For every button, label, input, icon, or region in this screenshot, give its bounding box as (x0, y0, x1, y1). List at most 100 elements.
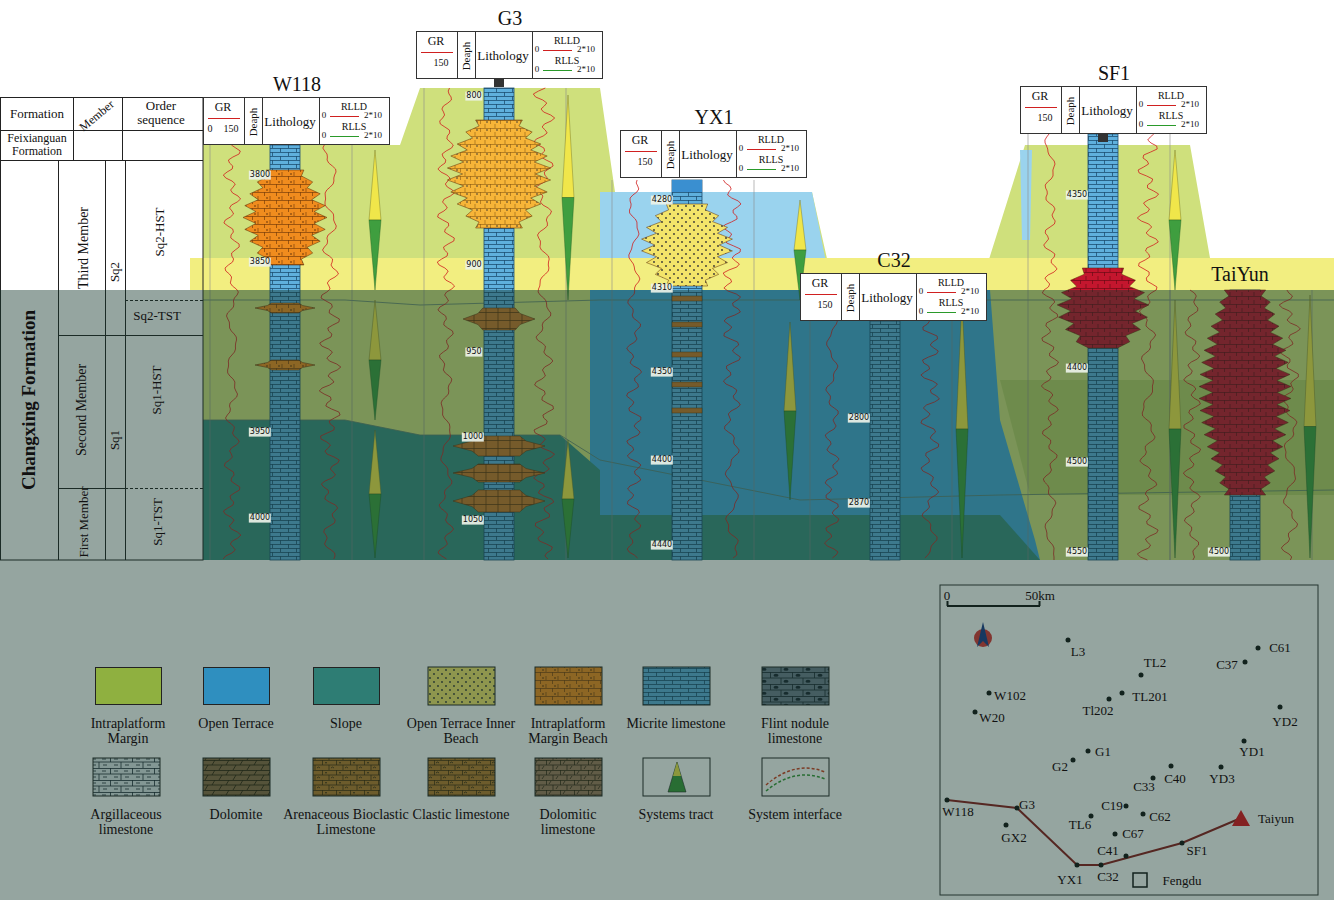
header-label: 150 (638, 156, 653, 167)
gr-scale-line (1025, 107, 1057, 108)
map-well-label: C37 (1216, 658, 1238, 672)
table-label: Sq2-TST (133, 309, 181, 323)
header-label: 0 (322, 111, 327, 121)
table-label: Order sequence (121, 99, 201, 128)
map-well-label: YD2 (1272, 715, 1297, 729)
legend-label: Dolomite (180, 807, 292, 822)
header-label: GR (215, 101, 232, 114)
table-label: Member (77, 98, 117, 134)
depth-label: 4350 (651, 368, 673, 377)
table-label: First Member (77, 486, 91, 557)
header-label: Lithology (264, 115, 315, 129)
table-label: Sq2-HST (153, 207, 167, 256)
well-log-header: G3GR150DeaphLithologyRLLD02*10RLLS02*10 (416, 31, 603, 79)
map-well-label: C32 (1097, 870, 1119, 884)
map-well-label: YD3 (1209, 772, 1234, 786)
legend-label: Flint nodule limestone (739, 716, 851, 747)
map-well-label: C67 (1122, 827, 1144, 841)
header-label: Deaph (664, 141, 676, 170)
table-label: Sq1-HST (150, 365, 164, 414)
depth-label: 4400 (651, 456, 673, 465)
depth-label: 2800 (848, 414, 870, 423)
map-well-label: C40 (1164, 772, 1186, 786)
legend-label: Dolomitic limestone (512, 807, 624, 838)
header-label: 0 (919, 287, 924, 297)
map-well-label: C62 (1149, 810, 1171, 824)
cell-divider (661, 131, 662, 177)
rlls-scale-line (330, 136, 359, 137)
cell-divider (841, 274, 842, 320)
map-well-label: Tl202 (1082, 704, 1113, 718)
well-name: SF1 (1098, 62, 1130, 84)
depth-label: 3800 (249, 171, 271, 180)
header-label: 2*10 (1181, 120, 1199, 130)
table-label: Third Member (76, 207, 91, 289)
rlld-scale-line (543, 50, 572, 51)
gr-scale-line (625, 151, 657, 152)
cell-divider (1079, 87, 1080, 133)
header-label: 2*10 (781, 164, 799, 174)
beach-body (243, 170, 327, 265)
depth-label: 3950 (249, 428, 271, 437)
header-label: RLLD (341, 101, 367, 112)
header-label: 2*10 (961, 287, 979, 297)
systems-tract-symbol (562, 198, 574, 301)
map-well-label: YX1 (1057, 873, 1082, 887)
header-label: 2*10 (1181, 100, 1199, 110)
legend-label: Clastic limestone (405, 807, 517, 822)
legend-label: Intraplatform Margin Beach (512, 716, 624, 747)
map-well-label: TL201 (1132, 690, 1167, 704)
header-label: 150 (818, 299, 833, 310)
cell-divider (475, 32, 476, 78)
header-label: Deaph (460, 42, 472, 71)
cell-divider (679, 131, 680, 177)
cell-divider (736, 131, 737, 177)
map-well-label: G2 (1052, 760, 1068, 774)
legend-swatch (203, 667, 270, 705)
header-label: 0 (208, 123, 213, 134)
beach-body (447, 120, 550, 228)
legend-label: Open Terrace (180, 716, 292, 731)
cell-divider (859, 274, 860, 320)
map-well-label: TL2 (1144, 656, 1166, 670)
map-well-label: C33 (1133, 780, 1155, 794)
depth-label: 4000 (249, 514, 271, 523)
map-well-label: TL6 (1069, 818, 1091, 832)
depth-label: 2870 (848, 499, 870, 508)
depth-label: 1000 (462, 433, 484, 442)
systems-tract-symbol (794, 200, 806, 250)
rlls-scale-line (1147, 125, 1176, 126)
legend-label: Argillaceous limestone (70, 807, 182, 838)
rlls-scale-line (747, 169, 776, 170)
header-label: Lithology (1081, 104, 1132, 118)
legend-label: Micrite limestone (620, 716, 732, 731)
legend-swatch (313, 667, 380, 705)
well-log-header: YX1GR150DeaphLithologyRLLD02*10RLLS02*10 (620, 130, 807, 178)
well-cap (1098, 134, 1108, 142)
table-label: Sq1-TST (151, 498, 165, 546)
header-label: 0 (535, 65, 540, 75)
rlld-scale-line (330, 116, 359, 117)
well-name: G3 (498, 7, 522, 29)
header-label: 150 (224, 123, 239, 134)
header-label: Deaph (247, 108, 259, 137)
rlld-scale-line (747, 149, 776, 150)
header-label: 150 (1038, 112, 1053, 123)
header-label: 2*10 (577, 65, 595, 75)
cell-divider (262, 98, 263, 144)
table-label: Formation (10, 107, 64, 121)
header-label: RLLD (554, 35, 580, 46)
depth-label: 3850 (249, 258, 271, 267)
header-label: RLLD (1158, 90, 1184, 101)
header-label: 0 (1139, 100, 1144, 110)
legend-swatch (95, 667, 162, 705)
map-well-label: G3 (1019, 798, 1035, 812)
map-well-label: W118 (942, 805, 973, 819)
legend-label: System interface (739, 807, 851, 822)
table-label: Feixianguan Formation (1, 132, 73, 158)
systems-tract-symbol (562, 95, 574, 198)
header-label: 2*10 (364, 111, 382, 121)
beach-body (642, 204, 733, 286)
well-log-header: SF1GR150DeaphLithologyRLLD02*10RLLS02*10 (1020, 86, 1207, 134)
map-well-label: C61 (1269, 641, 1291, 655)
